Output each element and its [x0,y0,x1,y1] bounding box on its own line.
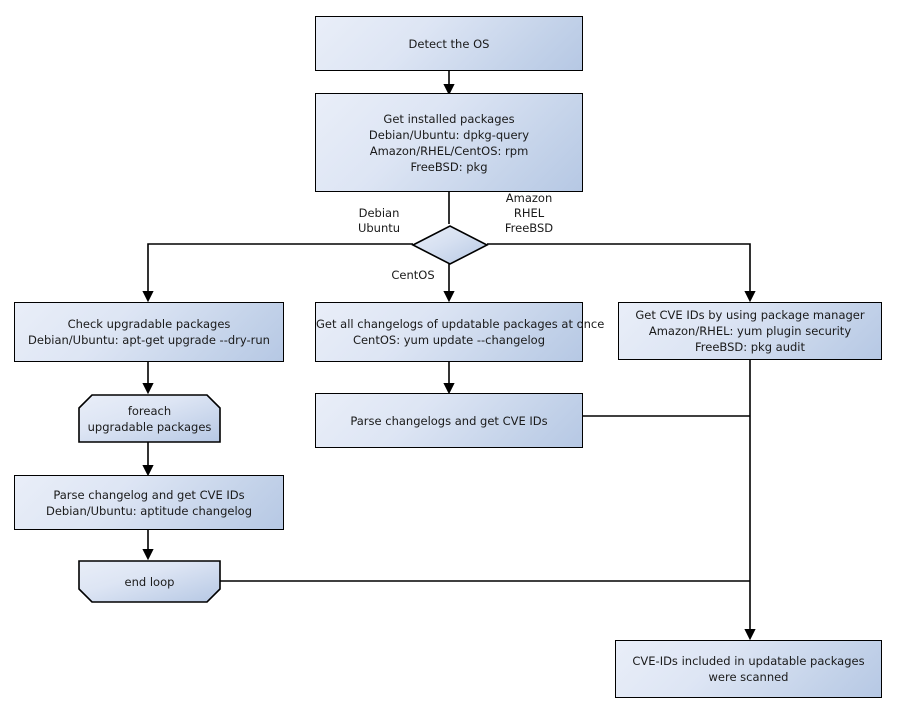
end-loop-shape [78,560,221,603]
node-foreach-upgradable-packages[interactable]: foreach upgradable packages [78,394,221,443]
node-scanned-line-1: CVE-IDs included in updatable packages [632,654,865,668]
edge-decision-left [142,243,413,303]
edge-label-right-line-1: Amazon [505,191,553,205]
node-parse-changelogs-get-cve-ids[interactable]: Parse changelogs and get CVE IDs [315,393,583,448]
node-get-cve-pkg-line-1: Get CVE IDs by using package manager [635,308,865,322]
edge-label-center-line-1: CentOS [391,268,435,282]
node-parse-changelogs-line-1: Parse changelogs and get CVE IDs [350,413,548,428]
foreach-shape [78,394,221,443]
node-get-installed-line-3: Amazon/RHEL/CentOS: rpm [369,143,529,158]
node-get-cve-ids-package-manager[interactable]: Get CVE IDs by using package manager Ama… [618,302,882,360]
node-parse-changelog-line-1: Parse changelog and get CVE IDs [53,487,245,502]
node-cve-ids-scanned[interactable]: CVE-IDs included in updatable packages w… [615,640,882,698]
edge-label-left-branch: Debian Ubuntu [345,206,413,236]
node-scanned-line-2: were scanned [708,670,789,684]
node-end-loop[interactable]: end loop [78,560,221,603]
edge-label-left-line-1: Debian [358,206,400,220]
edge-label-center-branch: CentOS [385,268,441,283]
node-get-cve-pkg-line-2: Amazon/RHEL: yum plugin security [648,324,852,338]
node-foreach-line-1: foreach [127,403,172,418]
node-check-upgradable-packages[interactable]: Check upgradable packages Debian/Ubuntu:… [14,302,284,362]
diamond-shape [411,225,489,265]
edge-label-right-branch: Amazon RHEL FreeBSD [493,191,565,236]
node-parse-changelog-cve-ids[interactable]: Parse changelog and get CVE IDs Debian/U… [14,475,284,530]
node-check-upgradable-line-2: Debian/Ubuntu: apt-get upgrade --dry-run [28,333,270,347]
edge-decision-right [487,243,756,303]
node-parse-changelog-line-2: Debian/Ubuntu: aptitude changelog [46,503,252,518]
node-get-cve-pkg-line-3: FreeBSD: pkg audit [694,340,806,354]
node-end-loop-line-1: end loop [124,574,175,589]
node-foreach-line-2: upgradable packages [87,419,212,434]
edge-label-right-line-2: RHEL [513,206,545,220]
node-get-all-changelogs[interactable]: Get all changelogs of updatable packages… [315,302,605,362]
node-get-installed-packages[interactable]: Get installed packages Debian/Ubuntu: dp… [315,93,583,192]
node-check-upgradable-line-1: Check upgradable packages [67,317,231,331]
node-detect-os-label: Detect the OS [408,36,490,51]
node-get-installed-line-2: Debian/Ubuntu: dpkg-query [368,127,530,142]
node-os-decision[interactable] [411,224,489,265]
node-detect-os[interactable]: Detect the OS [315,16,583,71]
node-get-installed-line-4: FreeBSD: pkg [410,159,488,174]
node-get-installed-line-1: Get installed packages [383,111,515,126]
node-get-all-changelogs-line-1: Get all changelogs of updatable packages… [316,317,605,331]
node-get-all-changelogs-line-2: CentOS: yum update --changelog [352,333,546,347]
edge-label-left-line-2: Ubuntu [357,221,401,235]
edge-label-right-line-3: FreeBSD [504,221,554,235]
